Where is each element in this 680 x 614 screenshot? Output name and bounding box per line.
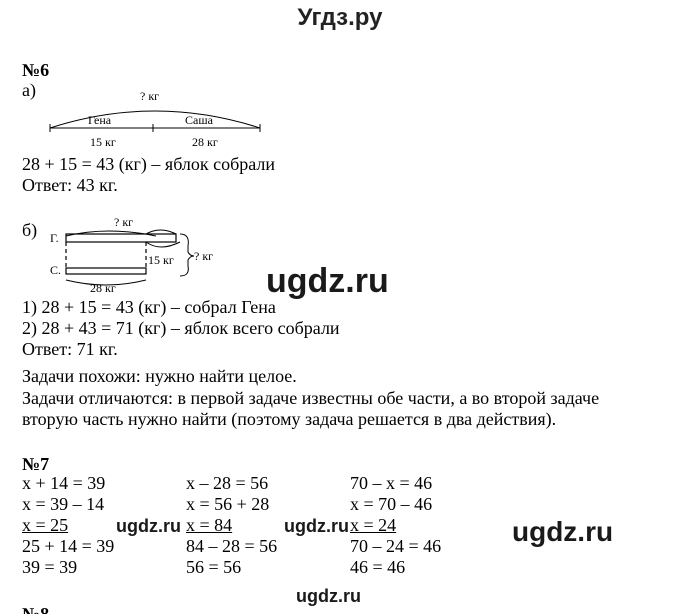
eq1-check: 25 + 14 = 39 — [22, 536, 115, 556]
diagram-a-total: ? кг — [140, 89, 159, 103]
task6-b-line-4: Задачи похожи: нужно найти целое. — [22, 366, 297, 386]
task6-part-a-label: а) — [22, 80, 36, 100]
diagram-b: ? кг Г. С. 15 кг ? кг 28 кг — [50, 215, 213, 294]
watermark-right: ugdz.ru — [512, 516, 614, 547]
task6-a-line-2: Ответ: 43 кг. — [22, 175, 118, 195]
diagram-b-diff: 15 кг — [148, 253, 174, 267]
eq3-line-2: x = 70 – 46 — [350, 494, 433, 514]
task6-b-line-5: Задачи отличаются: в первой задаче извес… — [22, 388, 600, 408]
task6-b-line-1: 1) 28 + 15 = 43 (кг) – собрал Гена — [22, 297, 276, 317]
eq3-line-1: 70 – x = 46 — [350, 473, 433, 493]
task6-number: №6 — [22, 60, 50, 80]
eq3-answer: x = 24 — [350, 515, 397, 535]
eq1-answer: x = 25 — [22, 515, 69, 535]
diagram-a-right-name: Саша — [185, 113, 214, 127]
eq2-answer: x = 84 — [186, 515, 233, 535]
watermark-small-2: ugdz.ru — [284, 516, 349, 536]
eq3-check: 70 – 24 = 46 — [350, 536, 442, 556]
eq1-check-result: 39 = 39 — [22, 557, 78, 577]
task6-b-line-3: Ответ: 71 кг. — [22, 339, 118, 359]
task6-a-line-1: 28 + 15 = 43 (кг) – яблок собрали — [22, 154, 276, 174]
eq2-check-result: 56 = 56 — [186, 557, 242, 577]
task8-number-cutoff: №8 — [22, 604, 50, 614]
diagram-a: ? кг Гена Саша 15 кг 28 кг — [49, 89, 261, 149]
task6-b-line-6: вторую часть нужно найти (поэтому задача… — [22, 409, 557, 429]
diagram-a-left-name: Гена — [88, 113, 112, 127]
watermark-bottom: ugdz.ru — [296, 586, 361, 606]
eq1-line-2: x = 39 – 14 — [22, 494, 105, 514]
eq2-line-2: x = 56 + 28 — [186, 494, 270, 514]
diagram-b-bottom-value: 28 кг — [90, 281, 116, 294]
site-title: Угдз.ру — [297, 4, 383, 31]
task6-b-line-2: 2) 28 + 43 = 71 (кг) – яблок всего собра… — [22, 318, 340, 338]
diagram-a-left-value: 15 кг — [90, 135, 116, 149]
diagram-b-row2: С. — [50, 263, 61, 277]
diagram-b-right-total: ? кг — [194, 249, 213, 263]
eq2-line-1: x – 28 = 56 — [186, 473, 269, 493]
eq1-line-1: x + 14 = 39 — [22, 473, 106, 493]
eq3-check-result: 46 = 46 — [350, 557, 406, 577]
eq2-check: 84 – 28 = 56 — [186, 536, 278, 556]
diagram-b-row1: Г. — [50, 231, 59, 245]
diagram-a-right-value: 28 кг — [192, 135, 218, 149]
watermark-small-1: ugdz.ru — [116, 516, 181, 536]
task6-part-b-label: б) — [22, 220, 38, 240]
task7-number: №7 — [22, 454, 50, 474]
diagram-b-top-total: ? кг — [114, 215, 133, 229]
watermark-center: ugdz.ru — [266, 262, 389, 300]
